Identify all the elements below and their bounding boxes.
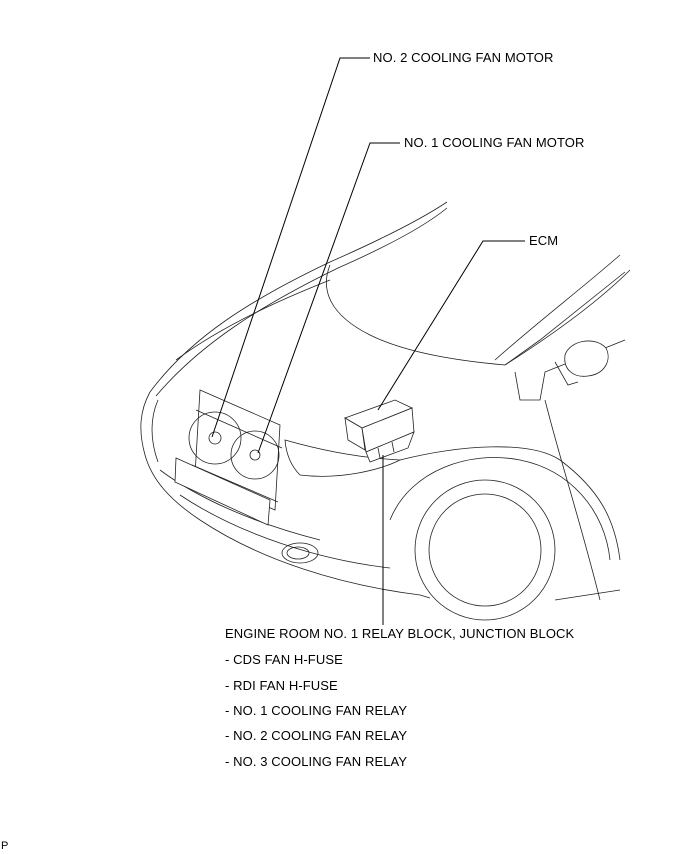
- relay-block-unit: [361, 407, 415, 463]
- corner-mark: P: [1, 840, 9, 852]
- relay-item-cds-fan-hfuse: - CDS FAN H-FUSE: [225, 652, 343, 667]
- relay-item-no3-cooling-fan-relay: - NO. 3 COOLING FAN RELAY: [225, 754, 408, 769]
- leader-lines: [211, 57, 525, 625]
- vehicle-outline: [140, 201, 631, 621]
- relay-item-no2-cooling-fan-relay: - NO. 2 COOLING FAN RELAY: [225, 728, 408, 743]
- label-relay-block: ENGINE ROOM NO. 1 RELAY BLOCK, JUNCTION …: [225, 626, 575, 641]
- leader-fan-motor-1: [257, 142, 400, 454]
- leader-ecm: [377, 240, 525, 411]
- leader-fan-motor-2: [211, 57, 370, 438]
- relay-item-no1-cooling-fan-relay: - NO. 1 COOLING FAN RELAY: [225, 703, 408, 718]
- label-no1-cooling-fan-motor: NO. 1 COOLING FAN MOTOR: [404, 135, 585, 150]
- relay-item-rdi-fan-hfuse: - RDI FAN H-FUSE: [225, 678, 338, 693]
- label-no2-cooling-fan-motor: NO. 2 COOLING FAN MOTOR: [373, 50, 554, 65]
- label-ecm: ECM: [529, 233, 559, 248]
- radiator-fan-assembly: [174, 389, 283, 526]
